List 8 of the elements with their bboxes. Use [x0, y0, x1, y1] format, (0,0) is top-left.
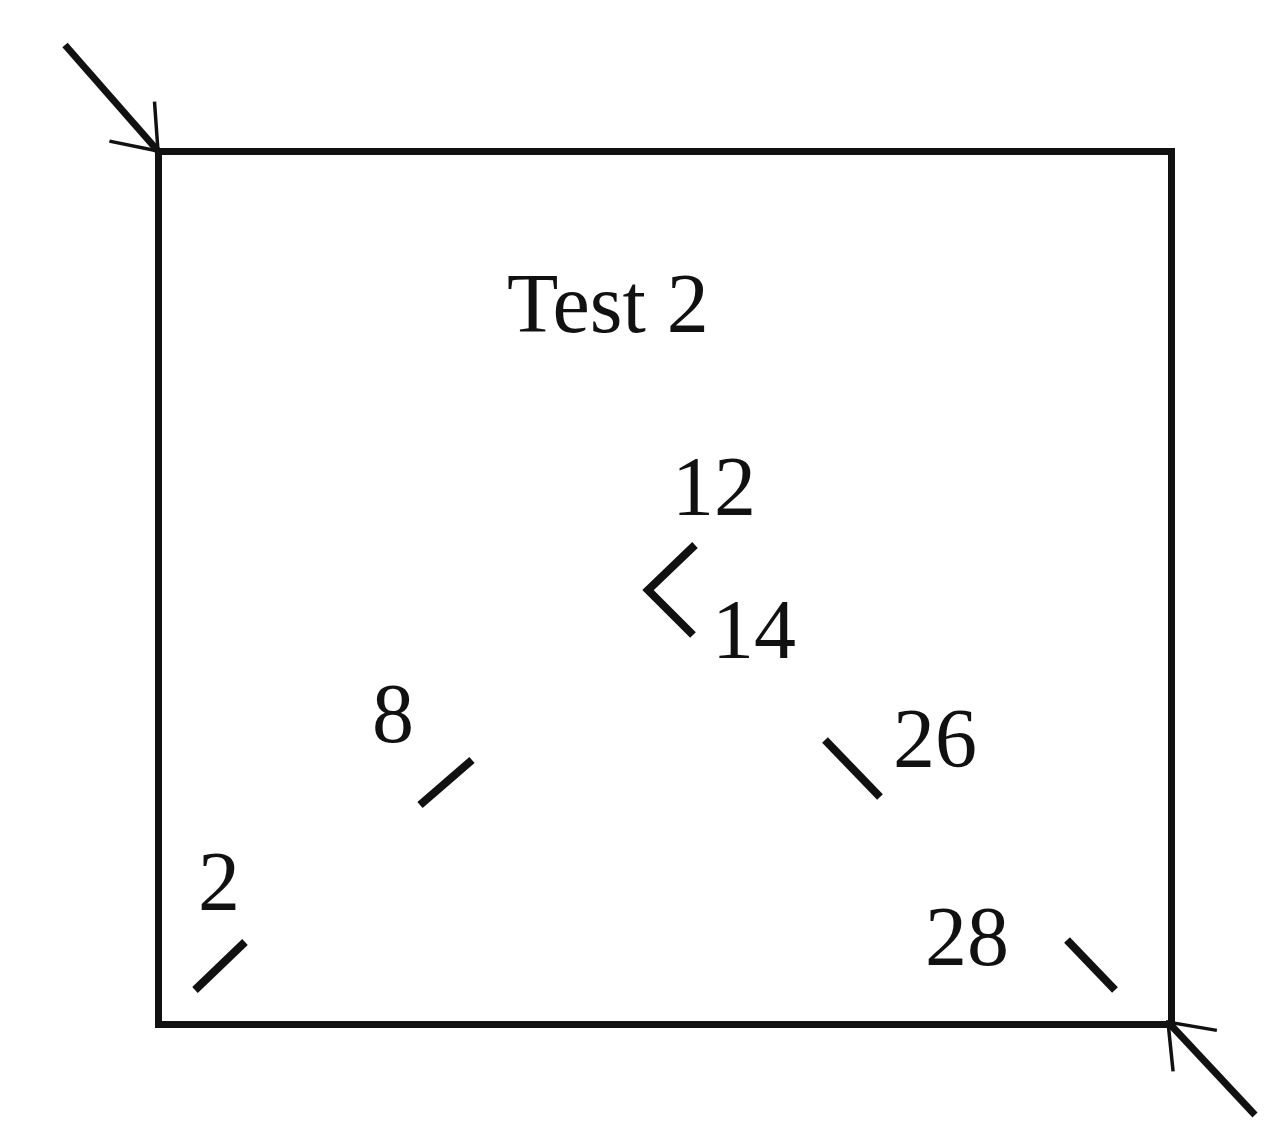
callout-number: 26: [893, 697, 977, 781]
callout-number: 12: [672, 445, 756, 529]
callout-number: 14: [712, 588, 796, 672]
callout-number: 2: [198, 840, 240, 924]
callout-number: 8: [372, 672, 414, 756]
callout-number: 28: [925, 895, 1009, 979]
frame-title: Test 2: [507, 262, 709, 346]
test-frame: [155, 148, 1175, 1028]
